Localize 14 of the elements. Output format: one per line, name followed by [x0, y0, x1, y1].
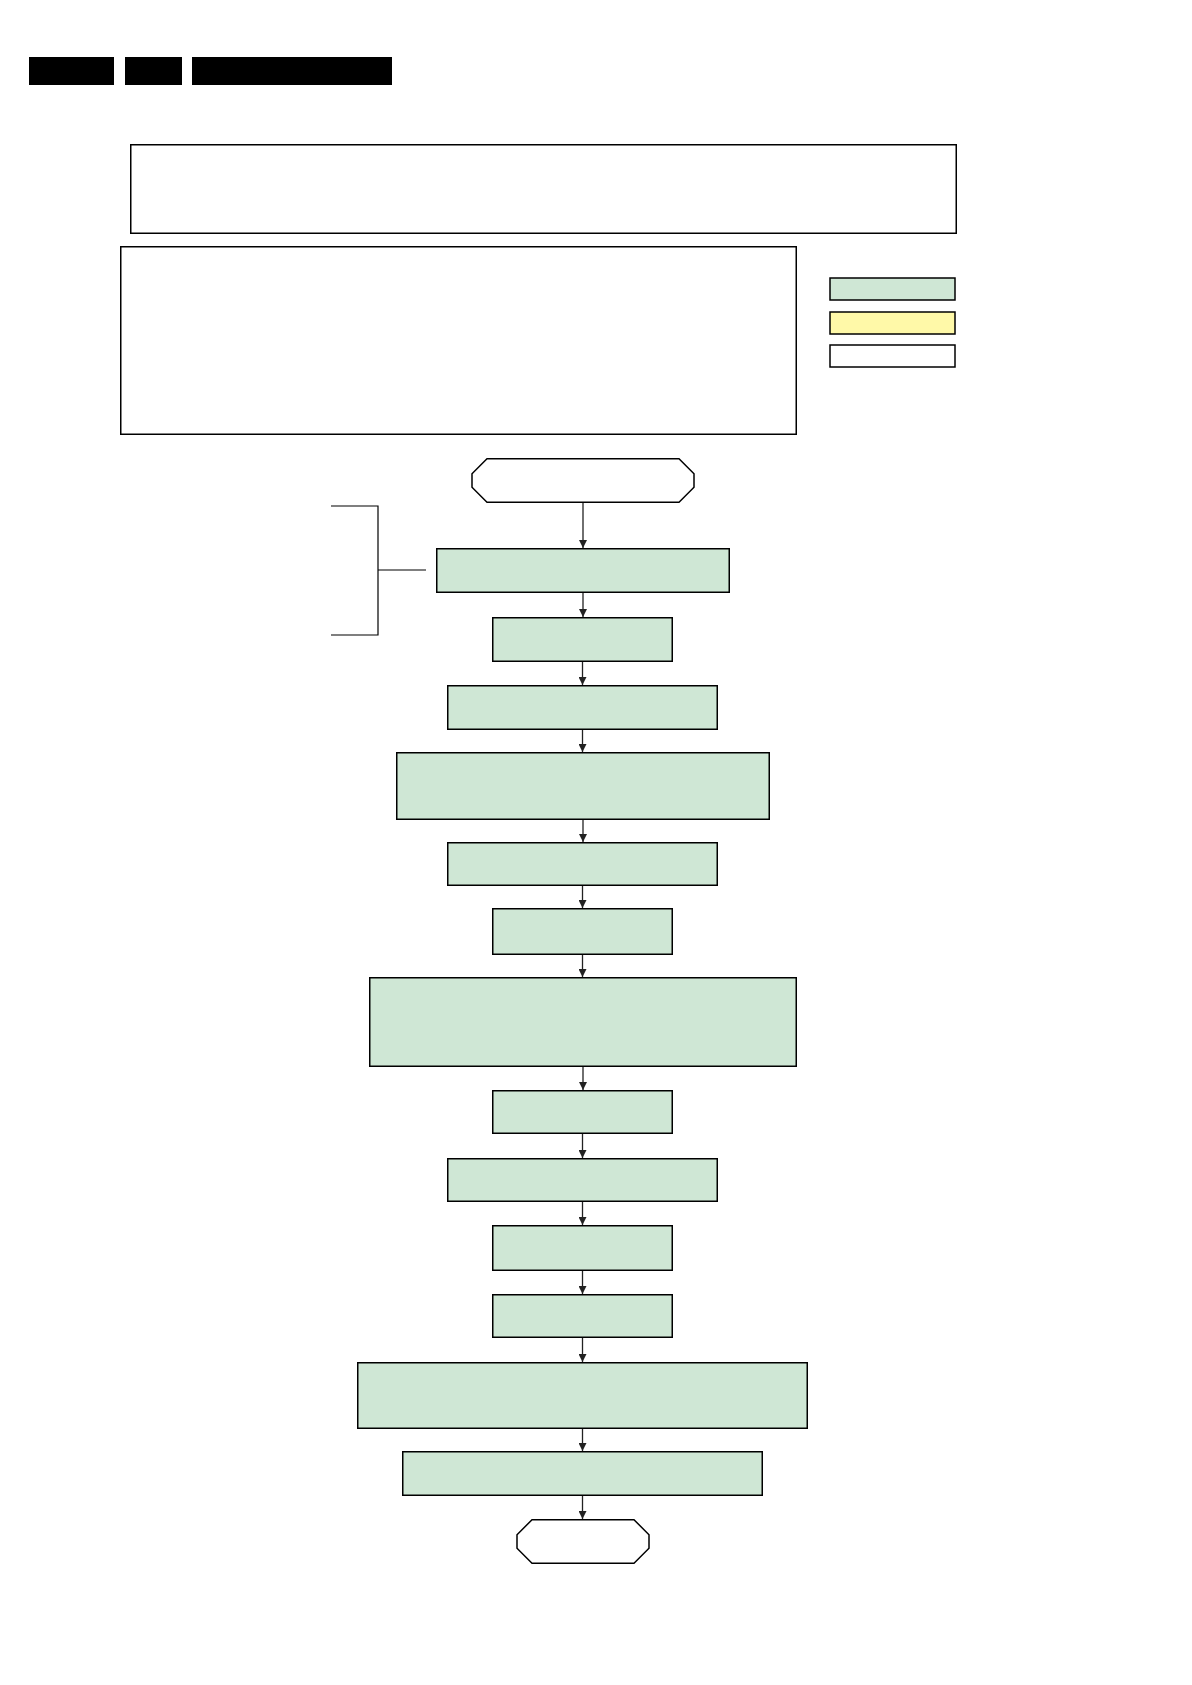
arrow: [578, 1337, 587, 1363]
arrow: [578, 661, 587, 686]
arrow: [579, 819, 587, 843]
arrow: [578, 1495, 587, 1520]
arrow: [578, 1270, 587, 1295]
arrow: [579, 502, 587, 549]
arrow: [579, 592, 587, 618]
arrow: [578, 1428, 587, 1452]
arrow: [578, 1201, 587, 1226]
arrow: [578, 1133, 587, 1159]
arrow: [578, 954, 587, 978]
arrow: [578, 885, 587, 909]
arrow: [579, 1066, 587, 1091]
arrow: [578, 729, 587, 753]
